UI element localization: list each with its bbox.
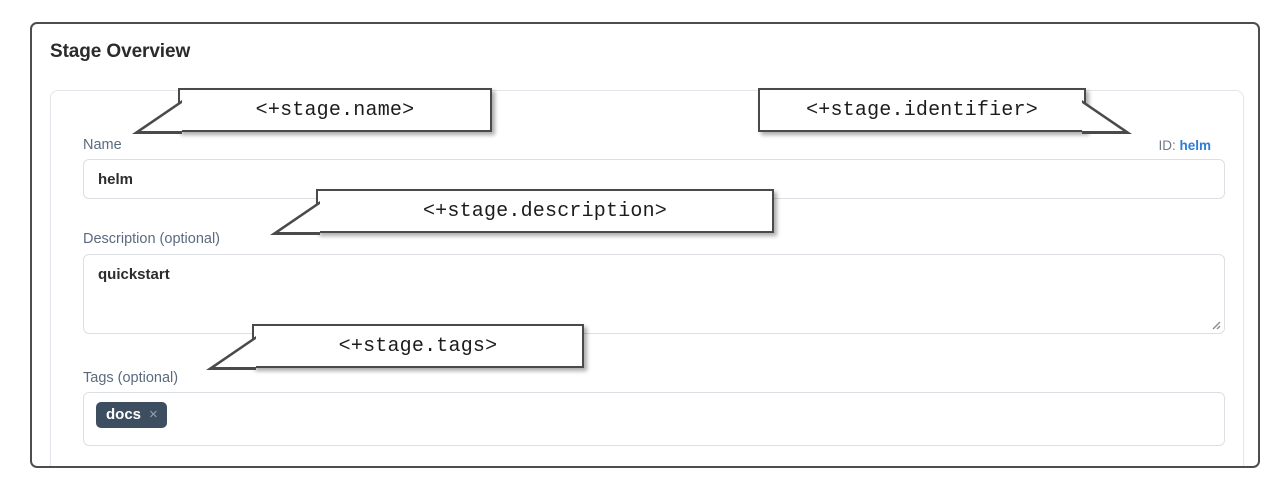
tags-input[interactable]: docs × — [83, 392, 1225, 446]
description-textarea[interactable]: quickstart — [83, 254, 1225, 334]
description-value: quickstart — [98, 266, 170, 283]
annotation-stage-description: <+stage.description> — [270, 189, 774, 235]
name-label: Name — [83, 137, 122, 153]
annotation-text: <+stage.description> — [422, 199, 668, 223]
tag-chip-docs[interactable]: docs × — [96, 402, 167, 428]
annotation-stage-tags: <+stage.tags> — [206, 324, 584, 370]
annotation-text: <+stage.name> — [255, 98, 415, 122]
annotation-text: <+stage.tags> — [338, 334, 498, 358]
annotation-stage-identifier: <+stage.identifier> — [758, 88, 1132, 134]
annotation-stage-name: <+stage.name> — [132, 88, 492, 134]
callout-tail-fill-icon — [279, 204, 320, 232]
stage-overview-card: Name ID: helm Description (optional) qui… — [50, 90, 1244, 466]
annotation-text: <+stage.identifier> — [806, 98, 1038, 122]
callout-tail-fill-icon — [141, 103, 182, 131]
callout-tail-fill-icon — [215, 339, 256, 367]
tag-label: docs — [106, 406, 142, 423]
id-value-link[interactable]: helm — [1179, 138, 1211, 153]
resize-handle-icon[interactable] — [1209, 318, 1221, 330]
tags-label: Tags (optional) — [83, 370, 179, 386]
tag-remove-icon[interactable]: × — [149, 406, 158, 423]
callout-tail-fill-icon — [1082, 103, 1123, 131]
page-title: Stage Overview — [50, 41, 191, 62]
id-prefix-label: ID: — [1158, 138, 1176, 153]
stage-identifier: ID: helm — [1158, 138, 1211, 153]
description-label: Description (optional) — [83, 231, 221, 247]
